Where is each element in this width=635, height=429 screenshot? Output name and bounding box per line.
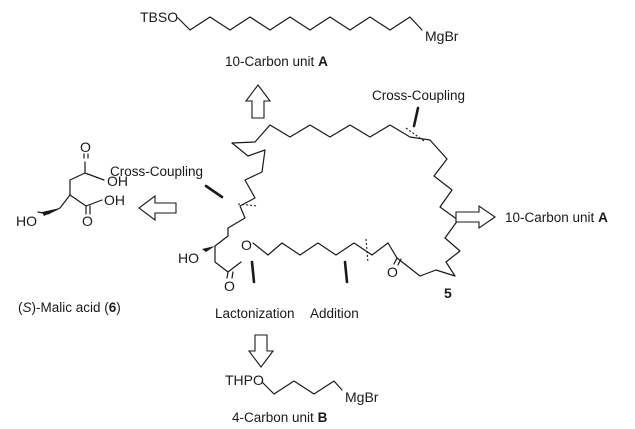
malic-acid-caption: (S)-Malic acid (6) [18,300,121,315]
cross-coupling-mark-left [204,184,224,199]
macrocycle-ketone-oxygen: O [387,264,398,280]
retro-arrow-up [244,84,272,119]
reagent-b: THPO MgBr 4-Carbon unit B [225,372,379,425]
retro-arrow-left [138,194,177,222]
macrocycle-carbonyl-bond-1 [226,271,229,279]
malic-acid-top-hydroxyl: OH [107,173,128,189]
macrocycle-compound-number: 5 [444,285,452,301]
retro-arrow-down [247,334,275,368]
cross-coupling-label-left: Cross-Coupling [110,164,203,179]
reagent-b-metal-end: MgBr [345,389,379,405]
addition-label: Addition [310,306,359,321]
lactonization-label: Lactonization [215,306,295,321]
malic-acid-6: O OH OH O HO [16,139,128,229]
malic-acid-hydroxyl: HO [16,213,37,229]
reagent-b-caption: 4-Carbon unit B [232,410,328,425]
macrocycle-carbonyl-bond-2 [231,271,234,279]
malic-acid-top-acid-bond [84,172,105,181]
malic-acid-bottom-hydroxyl: OH [104,192,125,208]
retro-arrow-right [455,204,496,230]
cross-coupling-mark-right [412,106,420,128]
reagent-a-carbon-chain [177,16,423,31]
malic-acid-bottom-acid-oh [85,199,103,207]
malic-acid-top-carbonyl-oxygen: O [80,139,91,155]
reagent-a-protecting-group: TBSO [140,9,178,25]
macrocycle-ester-ring-oxygen: O [241,237,252,253]
macrocycle-right-chain [419,139,461,277]
macrocycle-ketone-bond-2 [397,258,402,266]
macrocycle-ketone-bond-1 [393,257,398,265]
macrocycle-hydroxyl: HO [178,250,199,266]
malic-acid-bottom-carbonyl-oxygen: O [82,213,93,229]
macrocycle-5: HO O O O 5 [178,124,461,301]
right-fragment-caption: 10-Carbon unit A [505,210,608,225]
lactonization-mark [250,260,256,284]
cross-coupling-label-right: Cross-Coupling [372,88,465,103]
macrocycle-upper-chain [231,124,431,144]
addition-dash [365,238,369,264]
addition-mark [343,260,349,284]
malic-acid-bottom-acid-bond [69,194,87,207]
macrocycle-lower-chain [252,242,389,256]
reagent-a-metal-end: MgBr [425,28,459,44]
reagent-a-caption: 10-Carbon unit A [225,54,328,69]
reagent-b-carbon-chain [261,380,343,395]
cross-coupling-dash-left [237,203,259,207]
malic-acid-backbone [37,161,86,215]
macrocycle-ester-backbone [214,227,242,273]
reagent-a: TBSO MgBr 10-Carbon unit A [140,9,459,69]
macrocycle-left-chain [227,142,266,229]
reagent-b-protecting-group: THPO [225,372,264,388]
malic-acid-stereo-wedge [42,208,60,216]
macrocycle-stereo-wedge [202,246,215,252]
macrocycle-ester-carbonyl-oxygen: O [224,278,235,294]
